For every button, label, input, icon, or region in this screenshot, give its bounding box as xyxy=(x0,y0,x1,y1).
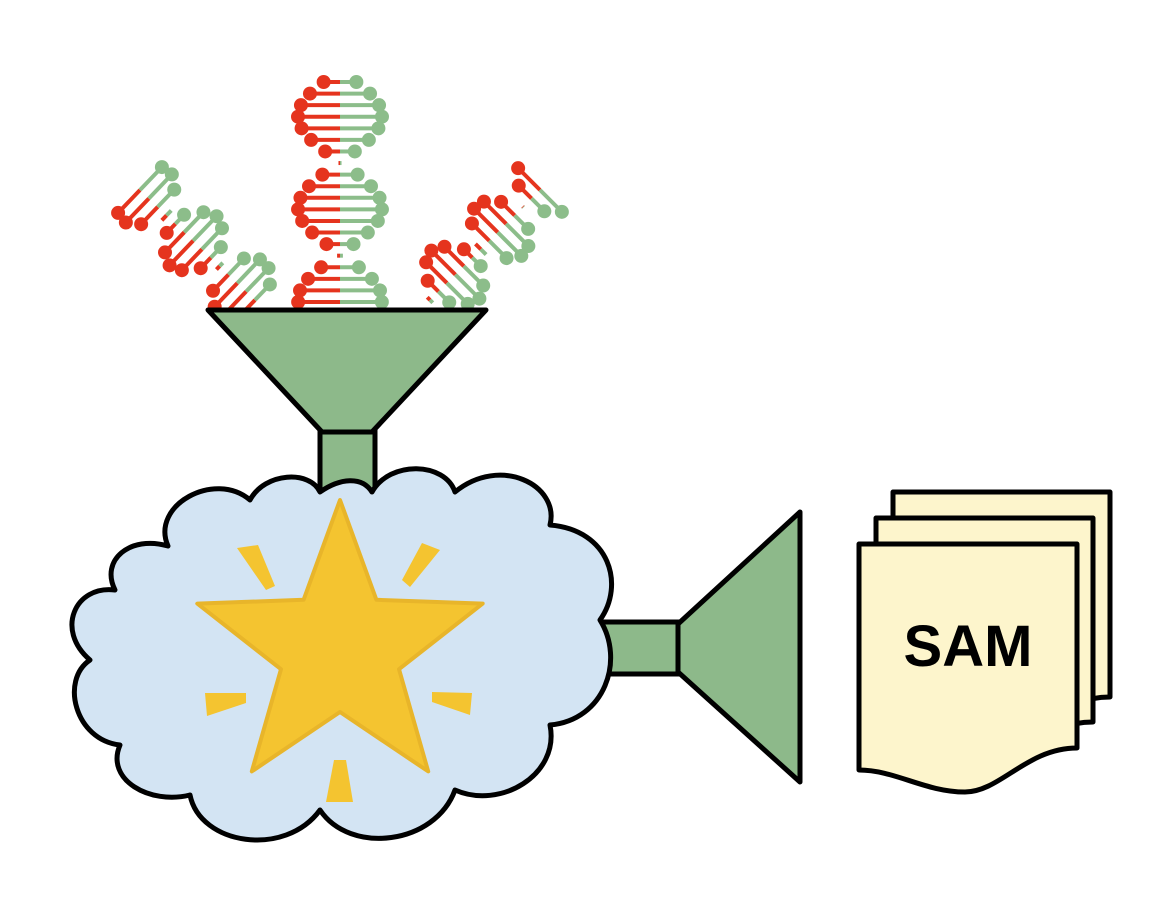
dna-helix-icon xyxy=(291,75,389,309)
dna-helix-icon xyxy=(111,160,277,323)
output-funnel-icon xyxy=(592,509,803,785)
sparkle-marks xyxy=(205,543,472,802)
document-stack-icon: SAM xyxy=(856,489,1113,795)
dna-strands xyxy=(111,75,569,323)
dna-helix-icon xyxy=(419,161,569,311)
document-label: SAM xyxy=(904,614,1033,679)
star-icon xyxy=(195,498,485,802)
input-funnel-icon xyxy=(205,307,489,503)
